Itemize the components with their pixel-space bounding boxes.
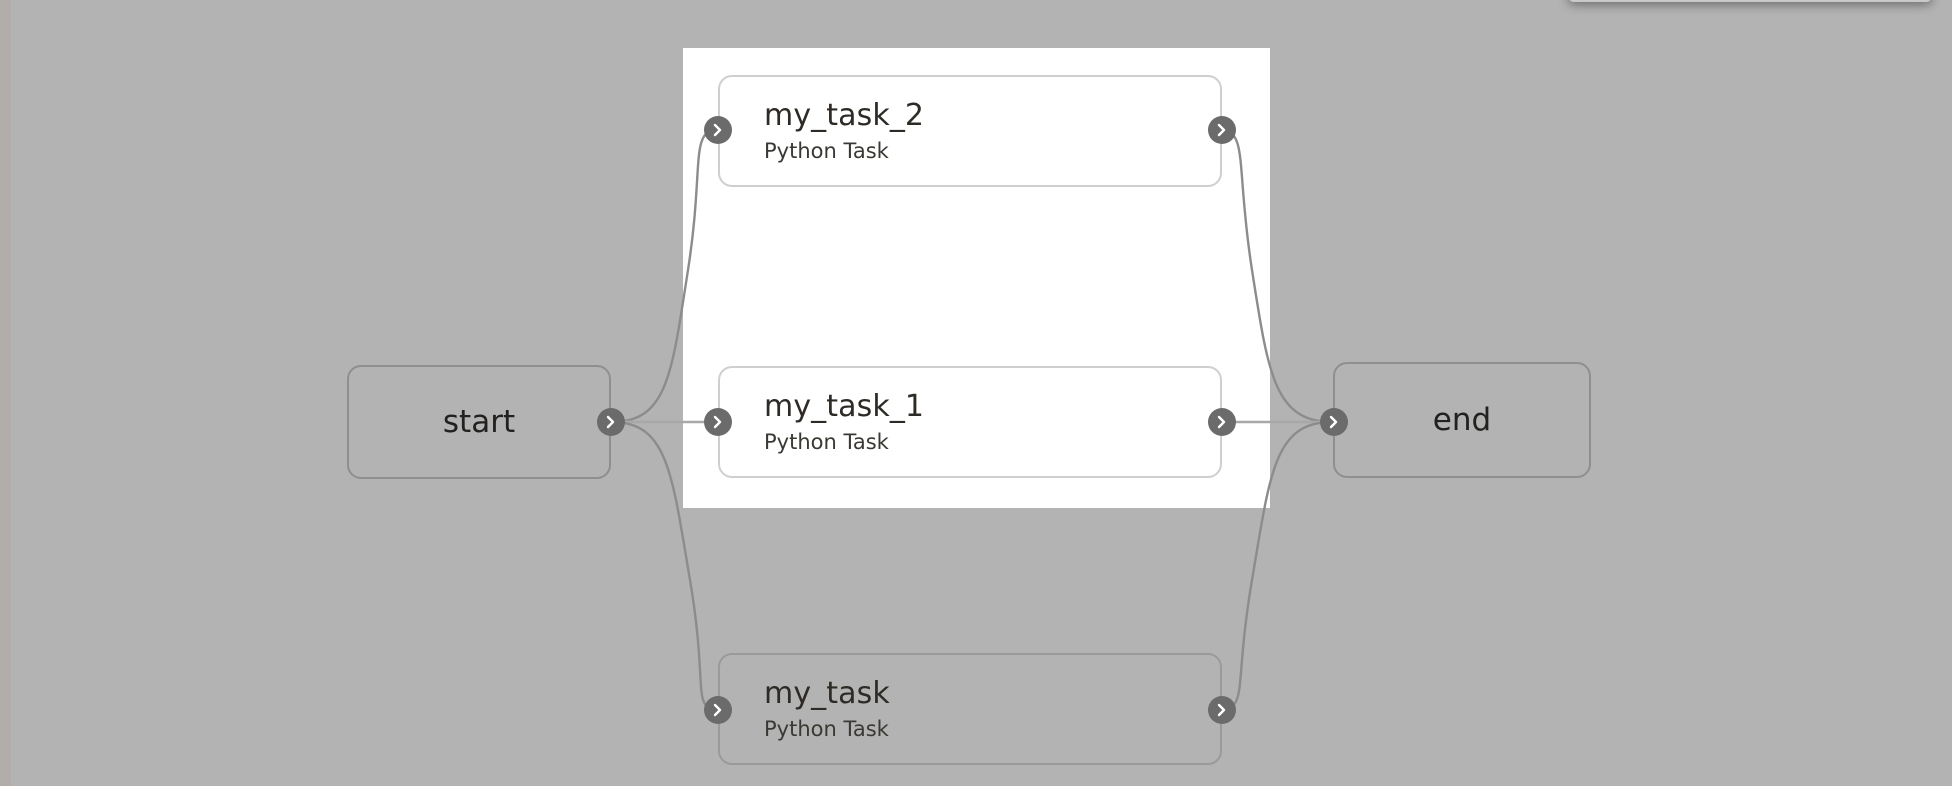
node-start[interactable]: start (347, 365, 611, 479)
chevron-right-icon (1217, 703, 1226, 717)
handle-end-input[interactable] (1320, 408, 1348, 436)
chevron-right-icon (1217, 123, 1226, 137)
handle-my_task_2-output[interactable] (1208, 116, 1236, 144)
handle-my_task_1-input[interactable] (704, 408, 732, 436)
chevron-right-icon (713, 415, 722, 429)
handle-start-output[interactable] (597, 408, 625, 436)
node-my_task_1[interactable]: my_task_1 Python Task (718, 366, 1222, 478)
chevron-right-icon (713, 703, 722, 717)
chevron-right-icon (606, 415, 615, 429)
handle-my_task-output[interactable] (1208, 696, 1236, 724)
chevron-right-icon (1217, 415, 1226, 429)
left-edge-strip (0, 0, 11, 786)
handle-my_task_2-input[interactable] (704, 116, 732, 144)
node-end[interactable]: end (1333, 362, 1591, 478)
chevron-right-icon (713, 123, 722, 137)
node-my_task_2[interactable]: my_task_2 Python Task (718, 75, 1222, 187)
node-start-label: start (442, 403, 516, 440)
node-my_task_1-title: my_task_1 (764, 388, 925, 424)
node-my_task-title: my_task (764, 675, 890, 711)
highlight-panel (683, 48, 1270, 508)
node-my_task_2-title: my_task_2 (764, 97, 925, 133)
handle-my_task_1-output[interactable] (1208, 408, 1236, 436)
node-end-label: end (1432, 401, 1492, 438)
chevron-right-icon (1329, 415, 1338, 429)
node-my_task_1-subtitle: Python Task (764, 430, 889, 455)
node-my_task_2-subtitle: Python Task (764, 139, 889, 164)
node-my_task[interactable]: my_task Python Task (718, 653, 1222, 765)
handle-my_task-input[interactable] (704, 696, 732, 724)
node-my_task-subtitle: Python Task (764, 717, 889, 742)
floating-toolbar-shadow (1568, 0, 1932, 2)
